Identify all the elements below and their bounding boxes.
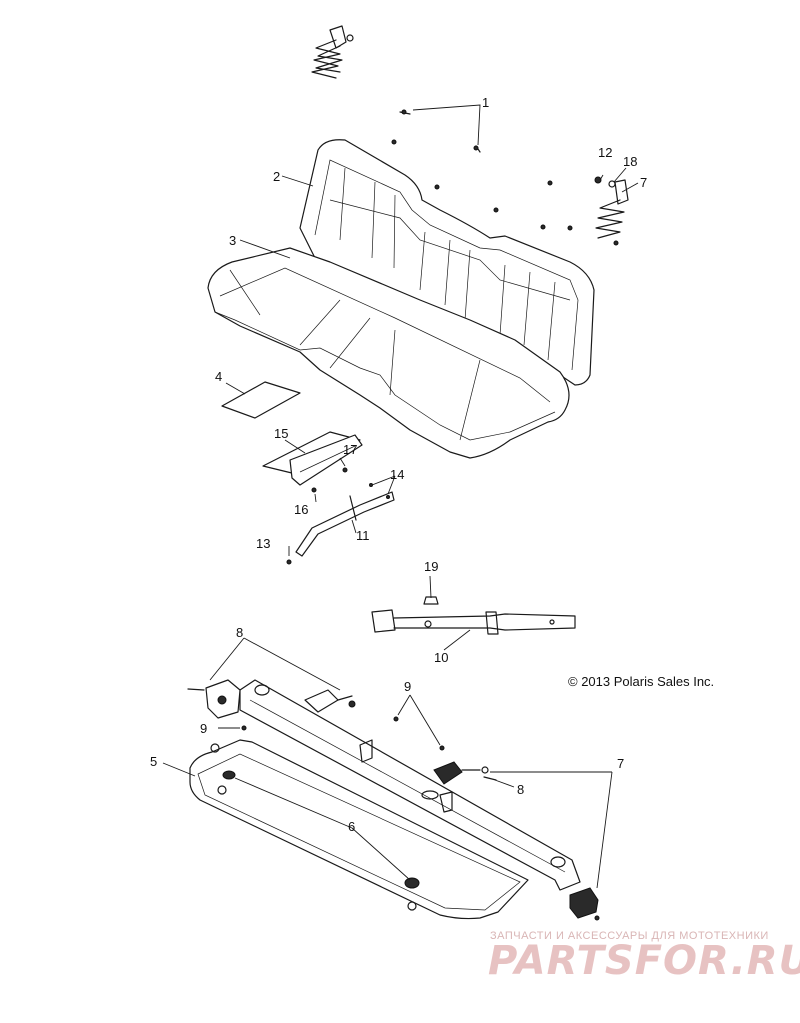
callout-19: 19 — [424, 559, 438, 574]
callout-7-right: 7 — [617, 756, 624, 771]
callout-13: 13 — [256, 536, 270, 551]
callout-14: 14 — [390, 467, 404, 482]
callout-16: 16 — [294, 502, 308, 517]
nut-9-b — [439, 745, 445, 751]
callout-11: 11 — [356, 528, 370, 543]
callout-3: 3 — [229, 233, 236, 248]
callout-6: 6 — [348, 819, 355, 834]
seat-back — [299, 139, 595, 386]
buckle-bottom — [569, 887, 600, 921]
callout-18: 18 — [623, 154, 637, 169]
buckle-right — [433, 761, 489, 785]
fastener-8-right — [483, 776, 497, 781]
fastener-13 — [286, 559, 292, 565]
spring-right — [595, 179, 629, 239]
callout-7-top: 7 — [640, 175, 647, 190]
seat-base-pan — [189, 739, 529, 920]
cap-19 — [423, 596, 439, 605]
callout-9-top: 9 — [404, 679, 411, 694]
callout-17: 17 — [343, 442, 357, 457]
callout-15: 15 — [274, 426, 288, 441]
callout-8-top: 8 — [236, 625, 243, 640]
callout-2: 2 — [273, 169, 280, 184]
spring-top — [311, 25, 354, 79]
screws-top — [391, 109, 619, 246]
bumper-right — [404, 877, 420, 889]
fastener-16 — [311, 487, 317, 493]
fastener-17 — [342, 467, 348, 473]
callout-5: 5 — [150, 754, 157, 769]
callout-12: 12 — [598, 145, 612, 160]
seat-bracket — [262, 431, 363, 486]
callout-8-right: 8 — [517, 782, 524, 797]
label-decal — [221, 381, 301, 419]
watermark-logo: PARTSFOR.RU — [488, 938, 800, 984]
seat-bottom — [207, 247, 570, 459]
callout-1: 1 — [482, 95, 489, 110]
callout-10: 10 — [434, 650, 448, 665]
nut-9-c — [241, 725, 247, 731]
callout-4: 4 — [215, 369, 222, 384]
buckle-left — [205, 679, 241, 719]
seat-belt-strap — [371, 609, 576, 635]
seat-frame-rail — [239, 679, 581, 891]
watermark-tagline: ЗАПЧАСТИ И АКСЕССУАРЫ ДЛЯ МОТОТЕХНИКИ — [490, 930, 769, 942]
buckle-mid — [304, 689, 356, 713]
nut-9-a — [393, 716, 399, 722]
copyright-notice: © 2013 Polaris Sales Inc. — [568, 674, 715, 689]
support-strap — [295, 483, 395, 557]
callout-9-left: 9 — [200, 721, 207, 736]
leader-lines — [162, 104, 639, 889]
fastener-8-left — [187, 688, 205, 691]
bumper-left — [222, 770, 236, 780]
